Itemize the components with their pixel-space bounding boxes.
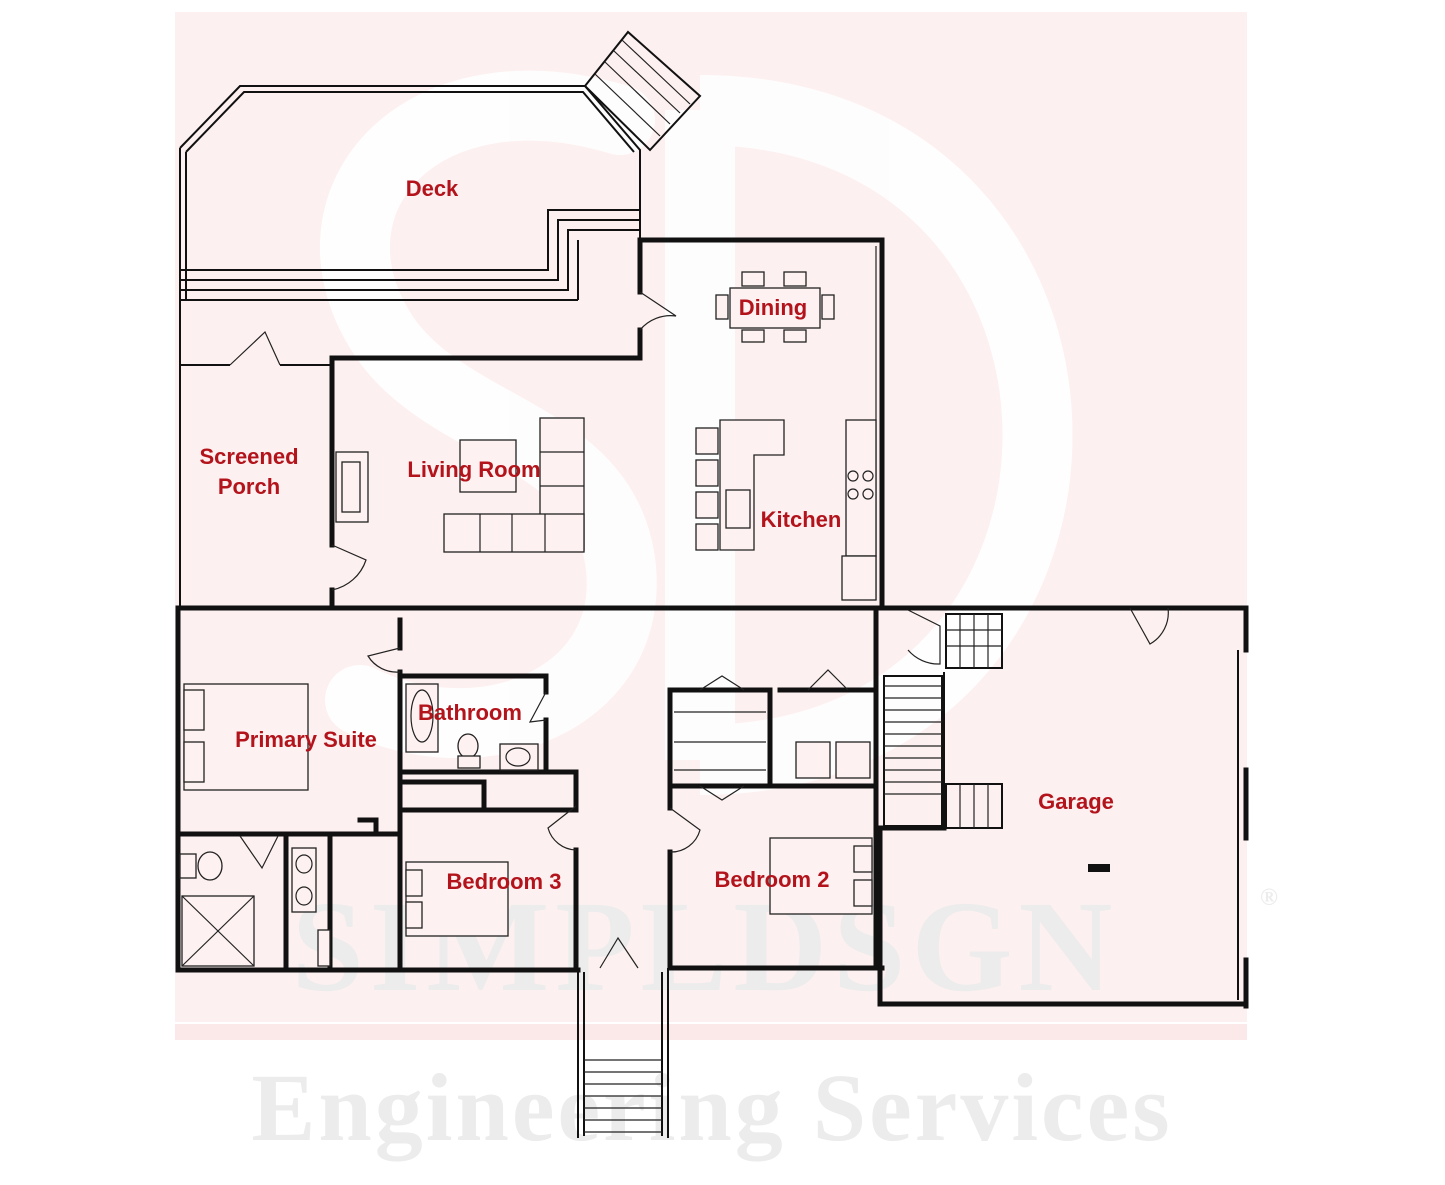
primary-bed bbox=[183, 683, 309, 791]
label-garage: Garage bbox=[1038, 789, 1114, 814]
primary-bath-fixtures bbox=[179, 847, 331, 967]
label-screened-porch-1: Screened bbox=[199, 444, 298, 469]
deck bbox=[179, 30, 702, 610]
label-kitchen: Kitchen bbox=[761, 507, 842, 532]
label-dining: Dining bbox=[739, 295, 807, 320]
garage-stairs bbox=[883, 613, 1003, 829]
label-bathroom: Bathroom bbox=[418, 700, 522, 725]
living-furniture bbox=[335, 417, 585, 553]
front-stairs bbox=[577, 968, 669, 1138]
deck-stairs bbox=[583, 30, 702, 152]
bedroom-2-bed bbox=[769, 837, 873, 915]
label-living-room: Living Room bbox=[407, 457, 540, 482]
dining-table bbox=[715, 271, 835, 343]
garage bbox=[877, 605, 1249, 1009]
watermark-band bbox=[175, 1024, 1247, 1040]
watermark-registered: ® bbox=[1260, 885, 1278, 911]
bathroom-fixtures bbox=[405, 683, 539, 771]
label-bedroom-2: Bedroom 2 bbox=[715, 867, 830, 892]
label-screened-porch-2: Porch bbox=[218, 474, 280, 499]
bedroom-3-bed bbox=[405, 861, 509, 937]
closets bbox=[674, 711, 871, 779]
lower-doors bbox=[239, 607, 1169, 969]
upper-doors bbox=[229, 291, 677, 591]
label-primary-suite: Primary Suite bbox=[235, 727, 377, 752]
lower-walls bbox=[175, 605, 885, 973]
label-deck: Deck bbox=[406, 176, 459, 201]
watermark-tagline: Engineering Services bbox=[251, 1054, 1172, 1161]
upper-walls bbox=[175, 237, 1249, 611]
label-bedroom-3: Bedroom 3 bbox=[447, 869, 562, 894]
kitchen-island bbox=[695, 419, 877, 601]
